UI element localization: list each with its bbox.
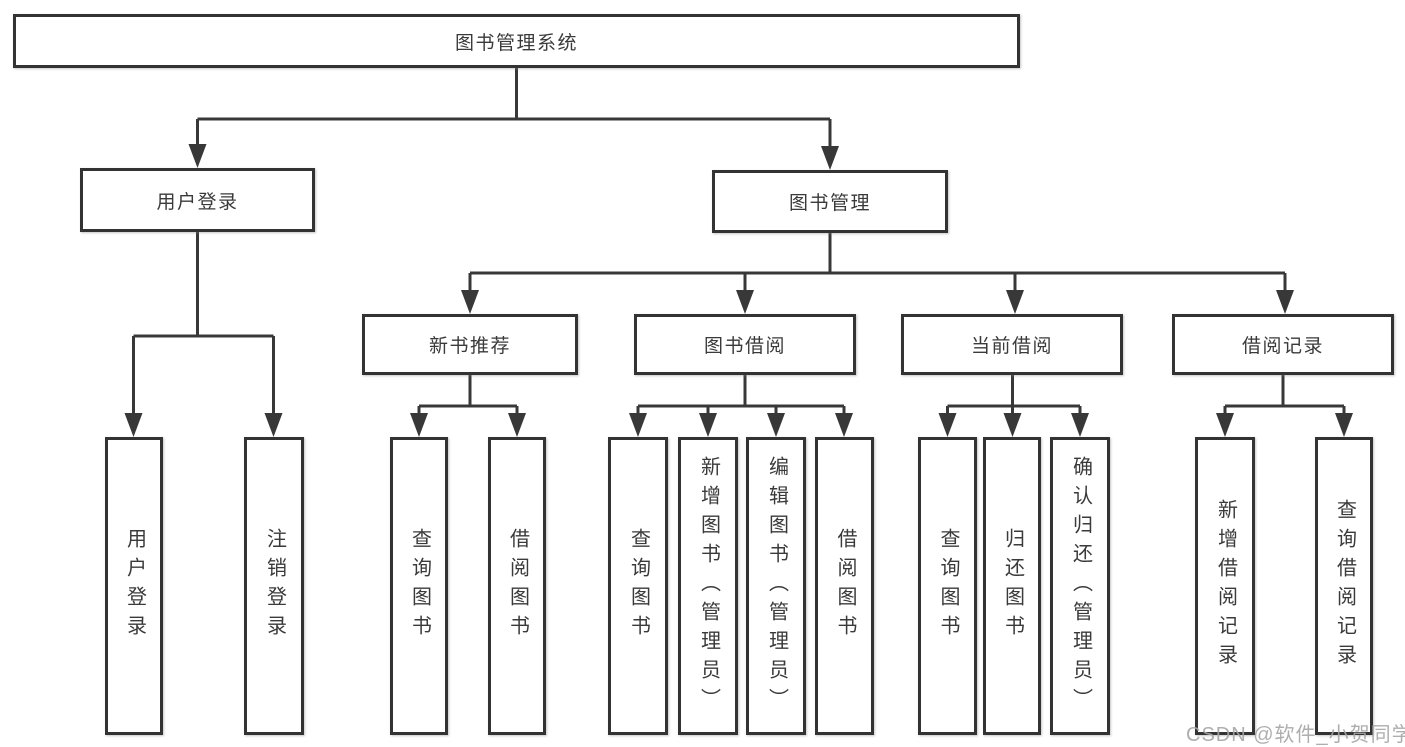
- leaf-borrow-books-1: 借阅图书: [488, 437, 546, 735]
- leaf-edit-book-admin: 编辑图书（管理员）: [746, 437, 806, 735]
- connector-root: [196, 68, 832, 165]
- leaf-query-books-2: 查询图书: [608, 437, 668, 735]
- node-root: 图书管理系统: [13, 14, 1020, 68]
- node-borrow-record: 借阅记录: [1172, 314, 1394, 375]
- leaf-add-book-admin: 新增图书（管理员）: [678, 437, 738, 735]
- leaf-user-login: 用户登录: [105, 437, 163, 735]
- leaf-add-borrow-record: 新增借阅记录: [1195, 437, 1255, 735]
- arrowheads: [124, 144, 1353, 437]
- connector-user-login: [132, 232, 275, 431]
- node-current-borrow: 当前借阅: [901, 314, 1123, 375]
- leaf-query-books-1: 查询图书: [390, 437, 448, 735]
- connector-book-borrow: [636, 375, 846, 431]
- node-new-book-recommend: 新书推荐: [362, 314, 578, 375]
- leaf-borrow-books-2: 借阅图书: [815, 437, 874, 735]
- watermark: CSDN @软件_小贺同学: [1186, 724, 1405, 746]
- connector-borrow-record: [1223, 375, 1346, 431]
- leaf-query-borrow-record: 查询借阅记录: [1315, 437, 1373, 735]
- node-book-management: 图书管理: [712, 170, 948, 233]
- connector-book-management: [468, 233, 1287, 309]
- leaf-return-book: 归还图书: [983, 437, 1041, 735]
- leaf-confirm-return-admin: 确认归还（管理员）: [1050, 437, 1110, 735]
- leaf-query-books-3: 查询图书: [918, 437, 977, 735]
- leaf-logout: 注销登录: [244, 437, 304, 735]
- node-book-borrow: 图书借阅: [634, 314, 856, 375]
- connector-new-book-recommend: [417, 375, 519, 431]
- node-user-login: 用户登录: [80, 168, 315, 232]
